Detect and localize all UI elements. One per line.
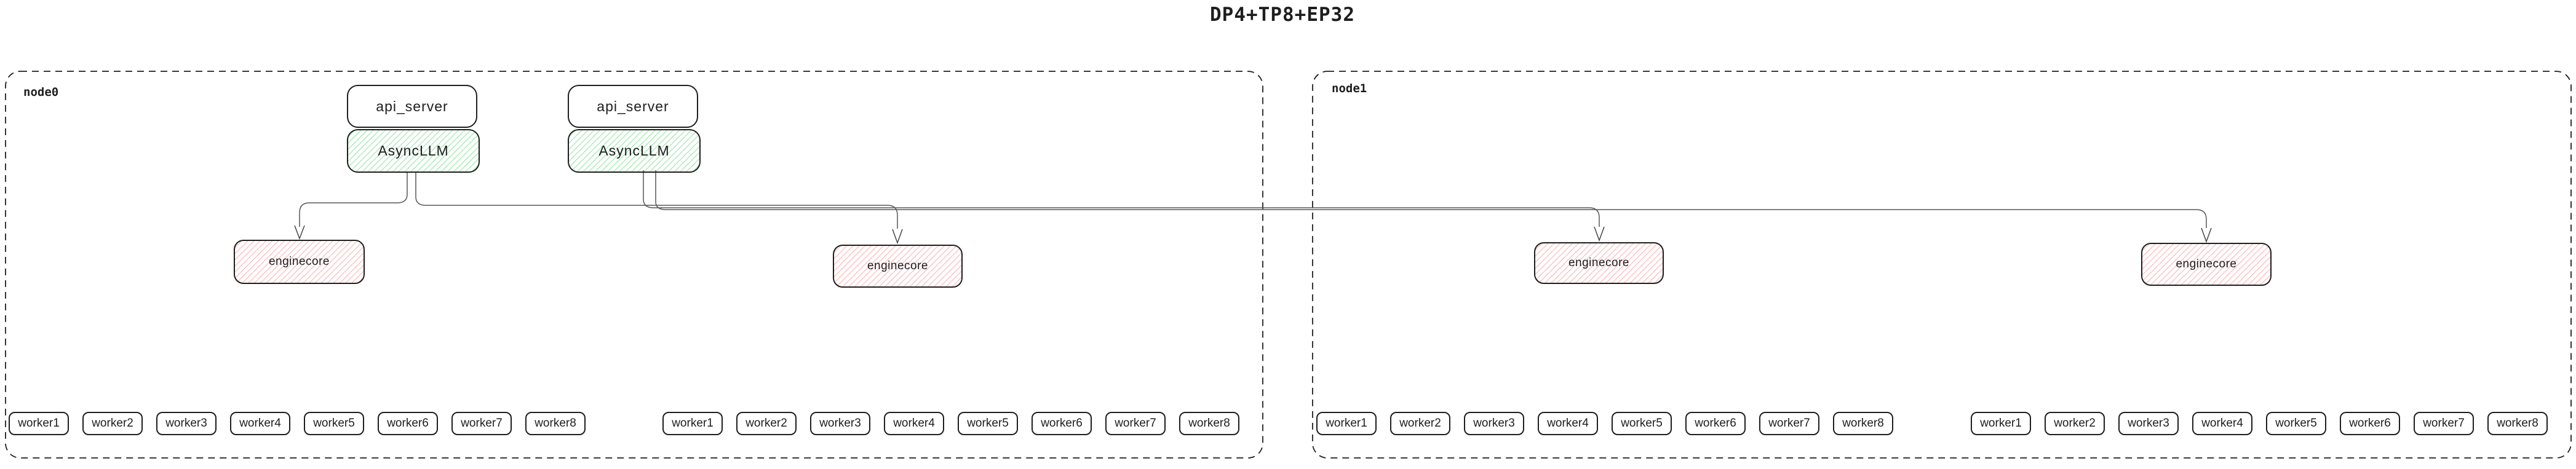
worker-label: worker5: [967, 417, 1009, 430]
worker-label: worker3: [1473, 417, 1515, 430]
worker-label: worker2: [2054, 417, 2096, 430]
enginecore-box-4: enginecore: [2141, 243, 2272, 286]
worker-box: worker3: [810, 412, 870, 435]
worker-box: worker2: [1390, 412, 1450, 435]
worker-box: worker5: [2266, 412, 2326, 435]
worker-box: worker3: [1464, 412, 1524, 435]
worker-label: worker3: [819, 417, 861, 430]
worker-label: worker8: [1842, 417, 1884, 430]
worker-label: worker6: [1041, 417, 1083, 430]
node1-label: node1: [1332, 82, 1367, 95]
worker-box: worker2: [82, 412, 143, 435]
worker-label: worker3: [2128, 417, 2169, 430]
worker-box: worker5: [1612, 412, 1672, 435]
worker-box: worker3: [2118, 412, 2179, 435]
edge-asyncllm2-enginecore3: [643, 170, 1600, 227]
enginecore-label: enginecore: [1568, 256, 1630, 269]
worker-label: worker1: [18, 417, 60, 430]
worker-label: worker4: [2201, 417, 2243, 430]
worker-label: worker2: [1399, 417, 1441, 430]
arrowhead-enginecore2: [892, 229, 903, 245]
worker-label: worker5: [2275, 417, 2317, 430]
worker-label: worker1: [1326, 417, 1367, 430]
enginecore-box-2: enginecore: [833, 245, 963, 288]
worker-box: worker1: [662, 412, 723, 435]
worker-box: worker8: [1833, 412, 1893, 435]
api-server-label: api_server: [597, 98, 669, 114]
worker-box: worker4: [2192, 412, 2252, 435]
enginecore-box-1: enginecore: [234, 240, 365, 284]
edge-asyncllm1-enginecore2: [415, 173, 898, 229]
worker-group-node1-a: worker1 worker2 worker3 worker4 worker5 worke…: [1316, 412, 1893, 435]
worker-box: worker7: [1759, 412, 1819, 435]
asyncllm-label: AsyncLLM: [598, 143, 670, 159]
enginecore-label: enginecore: [268, 255, 330, 268]
worker-label: worker8: [535, 417, 576, 430]
worker-box: worker8: [525, 412, 586, 435]
arrowhead-enginecore4: [2201, 227, 2212, 243]
worker-label: worker5: [313, 417, 355, 430]
worker-box: worker1: [9, 412, 69, 435]
node0-border: [5, 71, 1263, 459]
worker-label: worker2: [745, 417, 787, 430]
worker-box: worker4: [1538, 412, 1598, 435]
worker-box: worker7: [1105, 412, 1166, 435]
worker-label: worker6: [2349, 417, 2391, 430]
worker-box: worker1: [1316, 412, 1377, 435]
worker-box: worker4: [884, 412, 944, 435]
worker-box: worker2: [736, 412, 797, 435]
api-server-box-1: api_server: [347, 85, 477, 128]
arrowhead-enginecore3: [1594, 226, 1605, 242]
worker-label: worker5: [1621, 417, 1663, 430]
worker-box: worker6: [1685, 412, 1746, 435]
worker-box: worker3: [156, 412, 217, 435]
worker-label: worker7: [461, 417, 503, 430]
worker-label: worker4: [1547, 417, 1589, 430]
worker-group-node0-a: worker1 worker2 worker3 worker4 worker5 worke…: [9, 412, 586, 435]
worker-label: worker7: [2423, 417, 2465, 430]
asyncllm-box-1: AsyncLLM: [347, 129, 480, 173]
worker-label: worker6: [1695, 417, 1736, 430]
worker-label: worker7: [1115, 417, 1156, 430]
worker-label: worker1: [1980, 417, 2022, 430]
worker-box: worker6: [1032, 412, 1092, 435]
worker-label: worker1: [672, 417, 714, 430]
arrowhead-enginecore1: [294, 225, 305, 240]
worker-label: worker2: [92, 417, 133, 430]
worker-box: worker4: [230, 412, 290, 435]
worker-box: worker7: [2414, 412, 2474, 435]
api-server-label: api_server: [376, 98, 448, 114]
worker-box: worker6: [378, 412, 438, 435]
worker-box: worker5: [304, 412, 364, 435]
node1-border: [1312, 71, 2572, 459]
worker-label: worker4: [893, 417, 935, 430]
worker-label: worker8: [1188, 417, 1230, 430]
worker-box: worker8: [2487, 412, 2548, 435]
worker-group-node1-b: worker1 worker2 worker3 worker4 worker5 worke…: [1971, 412, 2548, 435]
worker-label: worker7: [1768, 417, 1810, 430]
enginecore-label: enginecore: [867, 259, 929, 272]
enginecore-box-3: enginecore: [1534, 242, 1664, 284]
asyncllm-box-2: AsyncLLM: [568, 129, 701, 173]
worker-group-node0-b: worker1 worker2 worker3 worker4 worker5 worke…: [662, 412, 1239, 435]
worker-label: worker4: [239, 417, 281, 430]
worker-label: worker8: [2497, 417, 2538, 430]
worker-label: worker6: [387, 417, 429, 430]
worker-box: worker7: [451, 412, 512, 435]
enginecore-label: enginecore: [2176, 258, 2237, 270]
worker-box: worker1: [1971, 412, 2031, 435]
worker-box: worker5: [958, 412, 1018, 435]
node0-label: node0: [23, 85, 59, 99]
diagram-title: DP4+TP8+EP32: [1210, 4, 1355, 26]
edge-asyncllm2-enginecore4: [655, 170, 2207, 228]
asyncllm-label: AsyncLLM: [378, 143, 449, 159]
worker-box: worker6: [2340, 412, 2400, 435]
worker-label: worker3: [165, 417, 207, 430]
worker-box: worker8: [1179, 412, 1239, 435]
worker-box: worker2: [2045, 412, 2105, 435]
api-server-box-2: api_server: [568, 85, 698, 128]
edge-asyncllm1-enginecore1: [299, 173, 408, 227]
